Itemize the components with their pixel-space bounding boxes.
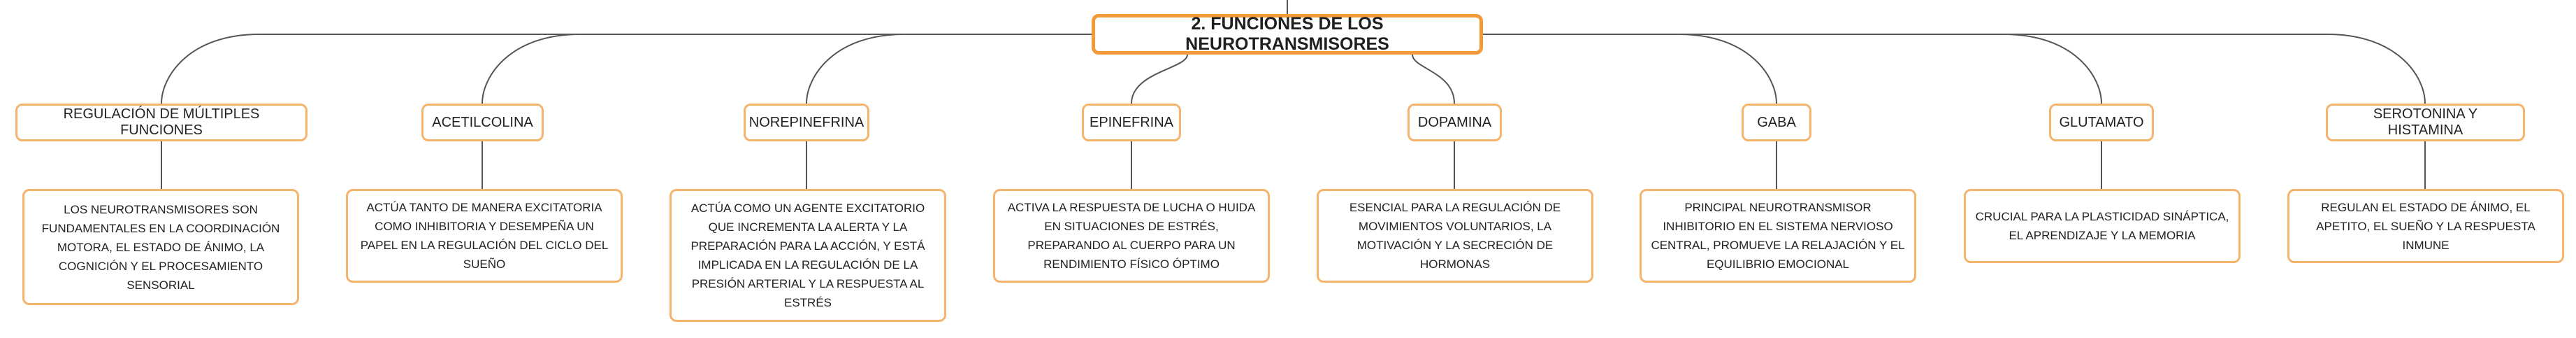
topic-regulacion[interactable]: REGULACIÓN DE MÚLTIPLES FUNCIONES xyxy=(15,104,307,141)
topic-connector-2 xyxy=(806,34,1092,104)
topic-dopamina[interactable]: DOPAMINA xyxy=(1408,104,1502,141)
topic-label: ACETILCOLINA xyxy=(432,114,533,130)
topic-connector-1 xyxy=(482,34,1092,104)
topic-label: SEROTONINA Y HISTAMINA xyxy=(2373,106,2478,138)
topic-label: DOPAMINA xyxy=(1417,114,1492,130)
description-acetilcolina[interactable]: ACTÚA TANTO DE MANERA EXCITATORIA COMO I… xyxy=(346,189,623,283)
topic-label: NOREPINEFRINA xyxy=(748,114,864,130)
topic-label: REGULACIÓN DE MÚLTIPLES FUNCIONES xyxy=(63,106,260,138)
topic-label: GLUTAMATO xyxy=(2059,114,2144,130)
description-text: ACTIVA LA RESPUESTA DE LUCHA O HUIDA EN … xyxy=(1007,201,1256,271)
description-norepinefrina[interactable]: ACTÚA COMO UN AGENTE EXCITATORIO QUE INC… xyxy=(670,189,946,322)
topic-connector-5 xyxy=(1483,34,1777,104)
description-text: CRUCIAL PARA LA PLASTICIDAD SINÁPTICA, E… xyxy=(1975,210,2229,242)
topic-label: EPINEFRINA xyxy=(1089,114,1174,130)
description-regulacion[interactable]: LOS NEUROTRANSMISORES SON FUNDAMENTALES … xyxy=(22,189,299,305)
topic-norepinefrina[interactable]: NOREPINEFRINA xyxy=(744,104,869,141)
description-text: ACTÚA COMO UN AGENTE EXCITATORIO QUE INC… xyxy=(690,202,925,309)
root-title: 2. FUNCIONES DE LOS NEUROTRANSMISORES xyxy=(1185,14,1389,54)
description-text: LOS NEUROTRANSMISORES SON FUNDAMENTALES … xyxy=(41,202,280,292)
topic-connector-3 xyxy=(1131,54,1188,104)
description-serotonina-histamina[interactable]: REGULAN EL ESTADO DE ÁNIMO, EL APETITO, … xyxy=(2287,189,2564,263)
description-text: PRINCIPAL NEUROTRANSMISOR INHIBITORIO EN… xyxy=(1651,201,1905,271)
description-glutamato[interactable]: CRUCIAL PARA LA PLASTICIDAD SINÁPTICA, E… xyxy=(1964,189,2241,263)
topic-serotonina-histamina[interactable]: SEROTONINA Y HISTAMINA xyxy=(2326,104,2525,141)
description-text: ESENCIAL PARA LA REGULACIÓN DE MOVIMIENT… xyxy=(1349,201,1561,271)
topic-epinefrina[interactable]: EPINEFRINA xyxy=(1082,104,1181,141)
topic-connector-6 xyxy=(1483,34,2102,104)
description-text: ACTÚA TANTO DE MANERA EXCITATORIA COMO I… xyxy=(360,201,609,271)
topic-glutamato[interactable]: GLUTAMATO xyxy=(2049,104,2154,141)
description-text: REGULAN EL ESTADO DE ÁNIMO, EL APETITO, … xyxy=(2316,200,2535,252)
topic-connector-0 xyxy=(161,34,1092,104)
description-gaba[interactable]: PRINCIPAL NEUROTRANSMISOR INHIBITORIO EN… xyxy=(1640,189,1916,283)
topic-label: GABA xyxy=(1757,114,1796,130)
description-epinefrina[interactable]: ACTIVA LA RESPUESTA DE LUCHA O HUIDA EN … xyxy=(993,189,1270,283)
topic-gaba[interactable]: GABA xyxy=(1742,104,1811,141)
root-node[interactable]: 2. FUNCIONES DE LOS NEUROTRANSMISORES xyxy=(1092,14,1483,55)
topic-connector-4 xyxy=(1412,54,1455,104)
topic-connector-7 xyxy=(1483,34,2426,104)
description-dopamina[interactable]: ESENCIAL PARA LA REGULACIÓN DE MOVIMIENT… xyxy=(1317,189,1593,283)
topic-acetilcolina[interactable]: ACETILCOLINA xyxy=(421,104,544,141)
